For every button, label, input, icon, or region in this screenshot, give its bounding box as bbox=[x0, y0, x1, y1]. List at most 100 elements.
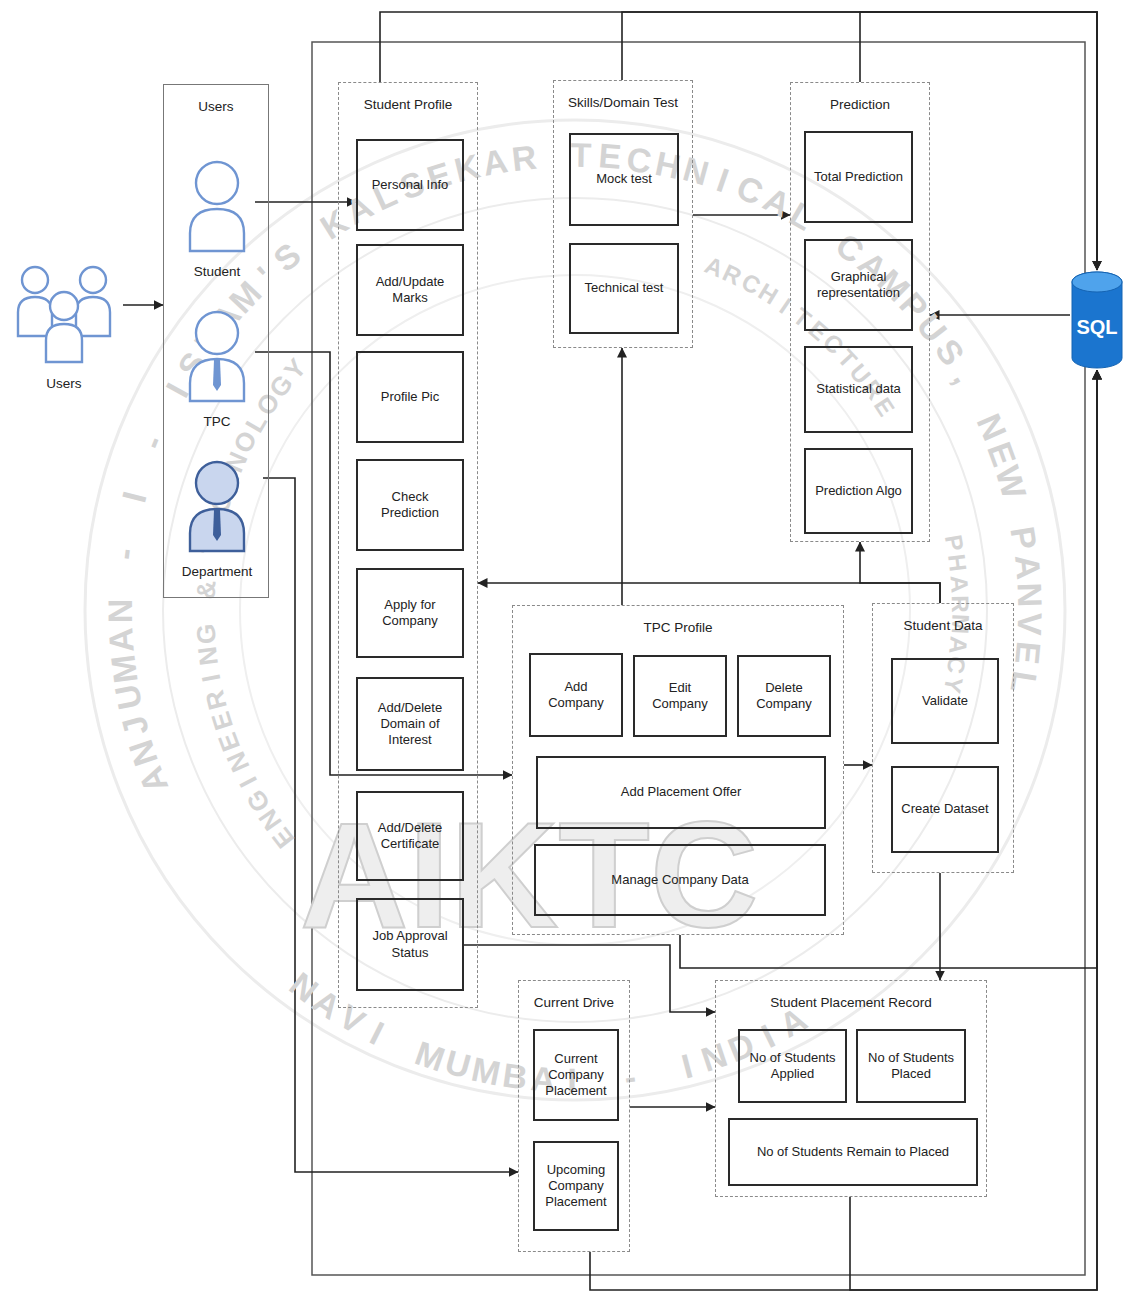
flow-arrow bbox=[478, 583, 940, 603]
process-box: Add/Delete Certificate bbox=[356, 791, 464, 881]
process-box: Graphical representation bbox=[804, 239, 913, 331]
process-box: Personal Info bbox=[356, 139, 464, 231]
flow-arrow bbox=[930, 314, 1070, 316]
watermark-letter bbox=[650, 1054, 666, 1089]
watermark-letter: N bbox=[103, 599, 137, 624]
box-label: Total Prediction bbox=[814, 169, 903, 185]
icon-label: Student bbox=[194, 264, 241, 281]
box-label: Add Placement Offer bbox=[621, 784, 741, 800]
box-label: Mock test bbox=[596, 171, 652, 187]
watermark-letter: V bbox=[1012, 612, 1047, 636]
box-label: Graphical representation bbox=[814, 269, 903, 302]
actor-icon: TPC bbox=[179, 301, 255, 431]
watermark-letter: A bbox=[1010, 553, 1046, 581]
watermark-letter: I bbox=[678, 1048, 696, 1083]
box-label: No of Students Applied bbox=[748, 1050, 837, 1083]
watermark-letter bbox=[297, 223, 324, 256]
process-box: Profile Pic bbox=[356, 351, 464, 443]
watermark-letter bbox=[125, 459, 160, 479]
database-top bbox=[1072, 272, 1122, 292]
watermark-letter: A bbox=[480, 143, 510, 181]
box-label: Add/Delete Domain of Interest bbox=[366, 700, 454, 749]
panel-heading: Users bbox=[164, 99, 268, 116]
module-group: PredictionTotal PredictionGraphical repr… bbox=[790, 82, 930, 542]
person-body bbox=[190, 359, 244, 401]
person-icon bbox=[179, 151, 255, 281]
box-label: Edit Company bbox=[643, 680, 717, 713]
box-label: Validate bbox=[922, 693, 968, 709]
flow-arrow bbox=[693, 214, 790, 216]
person-body bbox=[190, 509, 244, 551]
process-box: Check Prediction bbox=[356, 459, 464, 551]
box-label: Profile Pic bbox=[381, 389, 440, 405]
watermark-letter: M bbox=[105, 653, 142, 685]
actor-panel: UsersStudentTPC Department bbox=[163, 84, 269, 598]
watermark-letter: E bbox=[598, 139, 623, 175]
module-group: Current DriveCurrent Company PlacementUp… bbox=[518, 980, 630, 1252]
watermark-letter: R bbox=[948, 595, 972, 613]
watermark-letter: U bbox=[109, 682, 147, 713]
watermark-letter: - bbox=[106, 546, 141, 561]
flow-arrow bbox=[860, 12, 1097, 270]
flow-arrow bbox=[844, 764, 872, 766]
person-head bbox=[50, 292, 78, 320]
icon-label: TPC bbox=[204, 414, 231, 431]
box-label: No of Students Placed bbox=[866, 1050, 956, 1083]
process-box: Job Approval Status bbox=[356, 898, 464, 991]
flow-arrow bbox=[622, 12, 1097, 270]
box-label: No of Students Remain to Placed bbox=[757, 1144, 949, 1160]
box-label: Current Company Placement bbox=[543, 1051, 609, 1100]
process-box: Create Dataset bbox=[891, 766, 999, 853]
flow-arrow bbox=[255, 201, 356, 203]
watermark-letter: R bbox=[510, 140, 538, 177]
flow-arrow bbox=[621, 348, 623, 605]
watermark-letter: N bbox=[1012, 583, 1047, 609]
watermark-letter: K bbox=[451, 149, 483, 188]
watermark-letter: N bbox=[222, 748, 253, 776]
watermark-letter: R bbox=[201, 688, 231, 713]
box-label: Upcoming Company Placement bbox=[543, 1162, 609, 1211]
box-label: Prediction Algo bbox=[815, 483, 902, 499]
person-head bbox=[196, 312, 238, 354]
icon-label: Department bbox=[182, 564, 253, 581]
watermark-letter: A bbox=[103, 627, 139, 654]
box-label: Add/Update Marks bbox=[366, 274, 454, 307]
watermark-letter: E bbox=[1010, 640, 1046, 666]
watermark-letter: M bbox=[469, 1051, 504, 1090]
watermark-letter: E bbox=[207, 709, 237, 733]
icon-label: Users bbox=[46, 376, 81, 393]
group-heading: Skills/Domain Test bbox=[554, 95, 692, 112]
watermark-letter: I bbox=[713, 162, 733, 197]
box-label: Job Approval Status bbox=[366, 928, 454, 961]
actor-icon: Student bbox=[179, 151, 255, 281]
person-head bbox=[196, 462, 238, 504]
box-label: Statistical data bbox=[816, 381, 901, 397]
watermark-ring bbox=[85, 120, 1065, 1100]
watermark-letter: - bbox=[134, 430, 170, 453]
person-body bbox=[46, 324, 82, 362]
watermark-letter: I bbox=[776, 294, 795, 318]
watermark-letter: I bbox=[117, 488, 152, 506]
watermark-letter bbox=[192, 609, 218, 616]
user-group-icon: Users bbox=[5, 258, 123, 393]
watermark-letter bbox=[1001, 501, 1036, 518]
flow-arrow bbox=[255, 352, 512, 775]
watermark-letter: B bbox=[500, 1057, 529, 1094]
module-group: TPC ProfileAdd CompanyEdit CompanyDelete… bbox=[512, 605, 844, 935]
module-group: Student Placement RecordNo of Students A… bbox=[715, 980, 987, 1197]
process-box: Apply for Company bbox=[356, 568, 464, 658]
watermark-letter: A bbox=[133, 763, 174, 799]
database-body bbox=[1072, 272, 1122, 368]
watermark-letter: T bbox=[571, 138, 592, 172]
module-group: Student DataValidateCreate Dataset bbox=[872, 603, 1014, 873]
process-box: No of Students Remain to Placed bbox=[728, 1118, 978, 1186]
box-label: Add Company bbox=[539, 679, 613, 712]
process-box: Upcoming Company Placement bbox=[533, 1141, 619, 1231]
flow-arrow bbox=[860, 542, 940, 603]
box-label: Technical test bbox=[585, 280, 664, 296]
process-box: No of Students Placed bbox=[856, 1029, 966, 1103]
box-label: Apply for Company bbox=[366, 597, 454, 630]
process-box: Manage Company Data bbox=[534, 844, 826, 916]
